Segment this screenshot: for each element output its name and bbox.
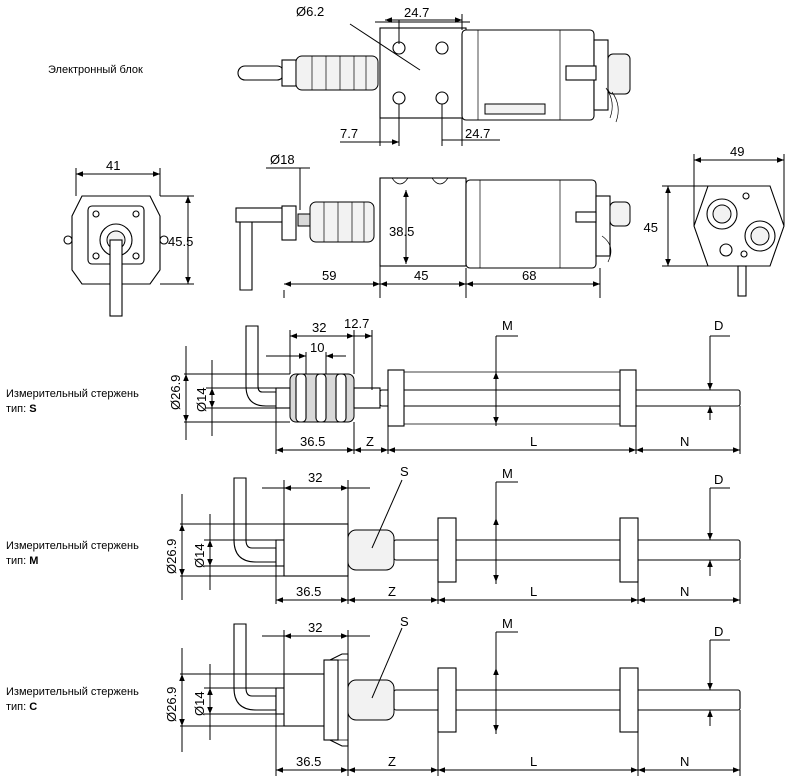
top-view: Ø6.2 24.7 7.7 24.7 bbox=[237, 4, 631, 146]
label-d-s: D bbox=[714, 318, 723, 333]
rod-s-type-prefix: тип: bbox=[6, 403, 27, 415]
rod-m-type-prefix: тип: bbox=[6, 555, 27, 567]
label-s-m: S bbox=[400, 464, 409, 479]
label-m-s: M bbox=[502, 318, 513, 333]
rod-type-s: Ø26.9 Ø14 32 12.7 10 M D 36.5 Z bbox=[168, 316, 741, 454]
dim-dia-14-s: Ø14 bbox=[194, 387, 209, 412]
dim-z-s: Z bbox=[366, 434, 374, 449]
dim-z-m: Z bbox=[388, 584, 396, 599]
dim-bottom-24-7: 24.7 bbox=[465, 126, 490, 141]
dim-dia-hole: Ø6.2 bbox=[296, 4, 324, 19]
dim-l-s: L bbox=[530, 434, 537, 449]
rod-m-title: Измерительный стержень bbox=[6, 540, 139, 552]
dim-36-5-s: 36.5 bbox=[300, 434, 325, 449]
dim-dia-26-9-c: Ø26.9 bbox=[164, 687, 179, 722]
dim-12-7-s: 12.7 bbox=[344, 316, 369, 331]
left-end-view: 41 45.5 bbox=[63, 158, 194, 317]
dim-n-c: N bbox=[680, 754, 689, 769]
right-end-view: 49 45 bbox=[644, 144, 785, 297]
side-view: Ø18 38.5 59 45 68 bbox=[235, 152, 631, 298]
dim-z-c: Z bbox=[388, 754, 396, 769]
dim-l-c: L bbox=[530, 754, 537, 769]
dim-len-45: 45 bbox=[414, 268, 428, 283]
rod-m-type-letter: M bbox=[29, 555, 39, 567]
label-d-c: D bbox=[714, 624, 723, 639]
label-m-m: M bbox=[502, 466, 513, 481]
dim-height-38-5: 38.5 bbox=[389, 224, 414, 239]
dim-dia-14-c: Ø14 bbox=[192, 691, 207, 716]
dim-top-24-7: 24.7 bbox=[404, 5, 429, 20]
label-d-m: D bbox=[714, 472, 723, 487]
electronic-unit-label: Электронный блок bbox=[48, 64, 143, 76]
rod-s-title: Измерительный стержень bbox=[6, 388, 139, 400]
rod-m-type: тип: M bbox=[6, 555, 38, 567]
rod-c-type-prefix: тип: bbox=[6, 701, 27, 713]
dim-dia-18: Ø18 bbox=[270, 152, 295, 167]
dim-32-s: 32 bbox=[312, 320, 326, 335]
rod-c-type: тип: C bbox=[6, 701, 37, 713]
rod-type-m: Ø26.9 Ø14 32 S M D 36.5 Z L N bbox=[164, 464, 741, 604]
dim-l-m: L bbox=[530, 584, 537, 599]
rod-type-c: Ø26.9 Ø14 32 S M D 36.5 Z L N bbox=[164, 614, 741, 776]
dim-height-45: 45 bbox=[644, 220, 658, 235]
dim-width-41: 41 bbox=[106, 158, 120, 173]
dim-10-s: 10 bbox=[310, 340, 324, 355]
rod-s-type: тип: S bbox=[6, 403, 37, 415]
dim-len-68: 68 bbox=[522, 268, 536, 283]
dim-36-5-c: 36.5 bbox=[296, 754, 321, 769]
label-m-c: M bbox=[502, 616, 513, 631]
dim-width-49: 49 bbox=[730, 144, 744, 159]
dim-dia-26-9-m: Ø26.9 bbox=[164, 539, 179, 574]
dim-left-7-7: 7.7 bbox=[340, 126, 358, 141]
dim-32-c: 32 bbox=[308, 620, 322, 635]
label-s-c: S bbox=[400, 614, 409, 629]
dim-32-m: 32 bbox=[308, 470, 322, 485]
rod-c-title: Измерительный стержень bbox=[6, 686, 139, 698]
dim-n-m: N bbox=[680, 584, 689, 599]
rod-s-type-letter: S bbox=[29, 403, 37, 415]
dim-dia-26-9-s: Ø26.9 bbox=[168, 375, 183, 410]
dim-height-45-5: 45.5 bbox=[168, 234, 193, 249]
rod-c-type-letter: C bbox=[29, 701, 38, 713]
dim-n-s: N bbox=[680, 434, 689, 449]
dim-dia-14-m: Ø14 bbox=[192, 543, 207, 568]
dim-36-5-m: 36.5 bbox=[296, 584, 321, 599]
dim-len-59: 59 bbox=[322, 268, 336, 283]
